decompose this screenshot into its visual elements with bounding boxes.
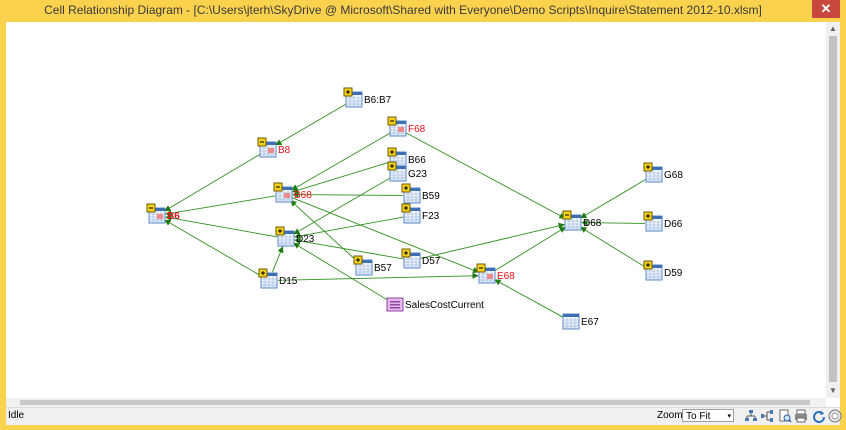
edge-F68-to-D68: [405, 132, 566, 219]
cell-node-g23[interactable]: G23: [387, 161, 427, 182]
cell-node-f23[interactable]: F23: [401, 203, 440, 224]
zoom-dropdown[interactable]: To Fit ▾: [682, 409, 734, 422]
edge-G68-to-D68: [580, 178, 647, 219]
edge-B59-to-B68: [292, 191, 404, 198]
vertical-scroll-thumb[interactable]: [829, 36, 837, 382]
cell-node-label: F68: [408, 124, 426, 135]
cell-node-label: B6: [167, 211, 180, 222]
cell-node-f68[interactable]: F68: [387, 116, 426, 137]
close-button[interactable]: ✕: [812, 0, 840, 18]
edge-D15-to-B6: [164, 219, 262, 277]
print-icon[interactable]: [794, 409, 808, 423]
edge-B68-to-E68: [292, 197, 480, 273]
cell-node-d57[interactable]: D57: [401, 248, 441, 269]
edge-D15-to-D23: [271, 246, 284, 273]
cell-node-e67[interactable]: E67: [562, 313, 599, 330]
edge-E67-to-E68: [494, 279, 564, 318]
cell-node-label: B8: [278, 145, 291, 156]
cell-node-d23[interactable]: D23: [275, 226, 315, 247]
cell-node-b57[interactable]: B57: [353, 255, 392, 276]
scroll-down-arrow-icon[interactable]: ▼: [829, 386, 837, 395]
edge-F68-to-B68: [291, 132, 391, 191]
edge-F23-to-D23: [294, 216, 404, 239]
edge-B6B7-to-B8: [275, 103, 347, 146]
edge-E68-to-D68: [494, 226, 566, 272]
cell-node-d59[interactable]: D59: [643, 260, 683, 281]
cell-node-g68[interactable]: G68: [643, 162, 683, 183]
vertical-scrollbar[interactable]: ▲ ▼: [826, 22, 840, 398]
cell-node-label: D66: [664, 219, 683, 230]
cell-node-label: G68: [664, 170, 683, 181]
layout-tree-icon[interactable]: [744, 409, 758, 423]
scroll-up-arrow-icon[interactable]: ▲: [829, 24, 837, 33]
window-title: Cell Relationship Diagram - [C:\Users\jt…: [44, 3, 762, 17]
edge-B66-to-B68: [292, 161, 390, 194]
cell-node-d15[interactable]: D15: [258, 268, 298, 289]
cell-node-label: B66: [408, 155, 426, 166]
edge-D15-to-E68: [277, 272, 479, 281]
horizontal-scrollbar[interactable]: [6, 398, 826, 407]
cell-node-e68[interactable]: E68: [476, 263, 515, 284]
cell-node-label: SalesCostCurrent: [405, 300, 484, 311]
edge-D23-to-B6: [165, 214, 278, 238]
cell-node-label: B6:B7: [364, 95, 392, 106]
layout-horizontal-icon[interactable]: [760, 409, 774, 423]
cell-node-label: D68: [583, 218, 602, 229]
edge-D66-to-D68: [581, 219, 646, 226]
edge-B57-to-B68: [290, 200, 358, 262]
cell-node-label: E68: [497, 271, 515, 282]
cell-node-b8[interactable]: B8: [257, 137, 291, 158]
options-icon[interactable]: [828, 409, 842, 423]
edge-D57-to-D23: [294, 237, 404, 260]
cell-node-b68[interactable]: B68: [273, 182, 312, 203]
title-bar: Cell Relationship Diagram - [C:\Users\jt…: [0, 0, 846, 22]
cell-node-label: F23: [422, 211, 440, 222]
cell-node-d66[interactable]: D66: [643, 211, 683, 232]
cell-node-label: B57: [374, 263, 392, 274]
print-preview-icon[interactable]: [778, 409, 792, 423]
edge-B8-to-B6: [164, 153, 261, 212]
cell-node-d68[interactable]: D68: [562, 210, 602, 231]
cell-node-scc[interactable]: SalesCostCurrent: [386, 297, 484, 312]
chevron-down-icon: ▾: [727, 413, 731, 420]
cell-node-b59[interactable]: B59: [401, 183, 440, 204]
edge-D57-to-D68: [420, 222, 565, 259]
zoom-value: To Fit: [686, 411, 711, 422]
cell-node-label: E67: [581, 317, 599, 328]
cell-node-label: D57: [422, 256, 441, 267]
edge-B68-to-B6: [165, 195, 276, 217]
cell-node-label: B68: [294, 190, 312, 201]
edge-D59-to-D68: [580, 226, 647, 269]
horizontal-scroll-thumb[interactable]: [20, 400, 810, 405]
cell-node-label: D59: [664, 268, 683, 279]
status-bar: Idle Zoom: To Fit ▾: [6, 407, 842, 425]
zoom-label: Zoom:: [657, 410, 686, 421]
cell-node-label: D15: [279, 276, 298, 287]
cell-node-label: B59: [422, 191, 440, 202]
cell-node-b6[interactable]: B6: [146, 203, 180, 224]
edge-SCC-to-D23: [293, 242, 388, 301]
refresh-icon[interactable]: [812, 409, 826, 423]
cell-node-label: G23: [408, 169, 427, 180]
edge-G23-to-D23: [293, 177, 391, 235]
cell-node-label: D23: [296, 234, 315, 245]
status-text: Idle: [8, 410, 25, 421]
cell-node-b6b7[interactable]: B6:B7: [343, 87, 392, 108]
